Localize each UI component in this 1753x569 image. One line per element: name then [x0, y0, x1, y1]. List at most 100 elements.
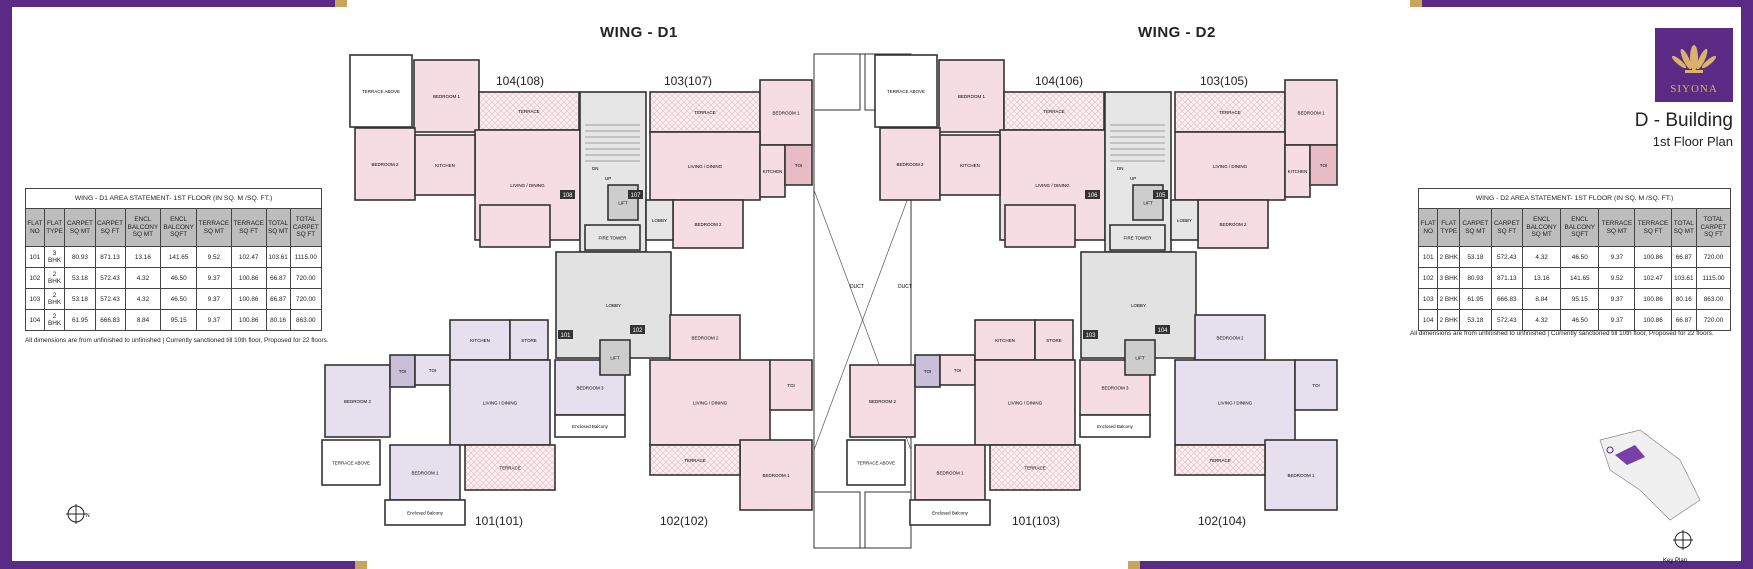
table-cell: 720.00	[1695, 246, 1732, 268]
column-header: FLAT NO	[25, 208, 45, 247]
kitchen	[759, 144, 786, 198]
table-cell: 720.00	[1695, 309, 1732, 331]
room-label: TERRACE ABOVE	[887, 89, 925, 94]
room-label: Enclosed Balcony	[407, 511, 444, 516]
lift	[1124, 339, 1156, 376]
room-label: LIVING / DINING	[510, 183, 545, 188]
logo-leaf-icon	[1671, 45, 1717, 73]
column-header: ENCL BALCONY SQ MT	[1521, 208, 1562, 247]
toilet	[1309, 144, 1338, 186]
wing-d1-plan: TERRACE ABOVE BEDROOM 1 BEDROOM 2 TERRACE LI…	[321, 54, 813, 526]
room-label: BEDROOM 2	[1219, 222, 1247, 227]
room-label: LIVING / DINING	[688, 164, 723, 169]
flat-number: 104	[1157, 328, 1168, 334]
table-cell: 666.83	[1490, 288, 1523, 310]
duct-label: DUCT	[898, 284, 912, 290]
flat-number: 102	[632, 328, 643, 334]
room-label: TERRACE ABOVE	[332, 461, 370, 466]
fire-tower	[584, 224, 641, 251]
flat-number: 106	[1087, 193, 1098, 199]
bedroom	[849, 364, 916, 438]
living-dining	[1174, 359, 1296, 446]
room-label: TERRACE	[1219, 110, 1241, 115]
flat-number: 108	[562, 193, 573, 199]
column-header: CARPET SQ FT	[94, 208, 126, 247]
room-label: BEDROOM 2	[869, 399, 897, 404]
stair-label: DN	[592, 166, 599, 171]
frame-left	[0, 0, 12, 569]
room-label: TERRACE	[1043, 109, 1065, 114]
room-label: TERRACE	[684, 458, 706, 463]
room-label: LOBBY	[1177, 218, 1192, 223]
room-label: LIVING / DINING	[1008, 401, 1043, 406]
room-label: LIVING / DINING	[1035, 183, 1070, 188]
column-header: TOTAL SQ MT	[265, 208, 291, 247]
frame-right	[1741, 0, 1753, 569]
table-cell: 61.95	[1459, 288, 1492, 310]
table-cell: 9.37	[1598, 309, 1636, 331]
table-cell: 9.37	[195, 309, 232, 331]
flat-label: 102(102)	[660, 514, 709, 528]
flat-label: 101(103)	[1012, 514, 1061, 528]
table-cell: 61.95	[64, 309, 96, 331]
terrace-above	[321, 439, 381, 486]
table-cell: 95.15	[160, 309, 197, 331]
table-cell: 8.84	[124, 309, 162, 331]
room-label: LIVING / DINING	[693, 401, 728, 406]
table-cell: 4.32	[124, 288, 162, 310]
bedroom	[672, 199, 744, 249]
room-label: KITCHEN	[960, 163, 980, 168]
room-label: FIRE TOWER	[598, 236, 627, 241]
terrace	[649, 444, 741, 476]
room-label: BEDROOM 2	[1216, 336, 1244, 341]
room-label: BEDROOM 1	[772, 111, 800, 116]
wing-d1-area-table: WING - D1 AREA STATEMENT- 1ST FLOOR (IN …	[25, 188, 323, 331]
room-label: TERRACE ABOVE	[857, 461, 895, 466]
siyona-logo: SIYONA	[1655, 28, 1733, 102]
room-label: TOI	[1320, 163, 1327, 168]
table-cell: 572.43	[94, 267, 126, 289]
dimension-note: All dimensions are from unfinished to un…	[1410, 330, 1714, 337]
room-label: Enclosed Balcony	[1097, 424, 1134, 429]
bedroom	[1284, 79, 1338, 146]
column-header: CARPET SQ MT	[1459, 208, 1492, 247]
room-label: BEDROOM 1	[958, 94, 986, 99]
terrace	[1174, 444, 1266, 476]
table-cell: 66.87	[1670, 309, 1697, 331]
column-header: CARPET SQ FT	[1490, 208, 1523, 247]
terrace-above	[846, 439, 906, 486]
column-header: TOTAL CARPET SQ FT	[1695, 208, 1732, 247]
stair-label: UP	[605, 176, 611, 181]
living-dining	[974, 359, 1076, 446]
room-label: BEDROOM 2	[691, 336, 719, 341]
flat-number: 101	[560, 333, 571, 339]
room-label: BEDROOM 1	[762, 473, 790, 478]
flat-label: 104(108)	[496, 74, 545, 88]
wing-d2-area-table: WING - D2 AREA STATEMENT- 1ST FLOOR (IN …	[1417, 188, 1732, 331]
room-label: BEDROOM 2	[694, 222, 722, 227]
toilet	[784, 144, 813, 186]
table-cell: 863.00	[289, 309, 323, 331]
flat-number: 103	[1085, 333, 1096, 339]
flat-number-badge	[1083, 330, 1098, 339]
building-title: D - Building	[1634, 110, 1733, 131]
room-label: BEDROOM 3	[1101, 386, 1129, 391]
table-cell: 104	[1417, 309, 1439, 331]
room-label: BEDROOM 2	[344, 399, 372, 404]
toilet	[414, 354, 451, 386]
kitchen	[414, 134, 476, 196]
room-label: Enclosed Balcony	[572, 424, 609, 429]
lift	[599, 339, 631, 376]
column-header: TOTAL CARPET SQ FT	[289, 208, 323, 247]
room-label: TOI	[954, 368, 961, 373]
floor-plan-subtitle: 1st Floor Plan	[1652, 134, 1733, 149]
key-plan-map: Key Plan	[1599, 429, 1701, 564]
room-label: KITCHEN	[763, 169, 783, 174]
flat-label: 103(107)	[664, 74, 713, 88]
room-label: KITCHEN	[435, 163, 455, 168]
room-label: TOI	[924, 369, 931, 374]
